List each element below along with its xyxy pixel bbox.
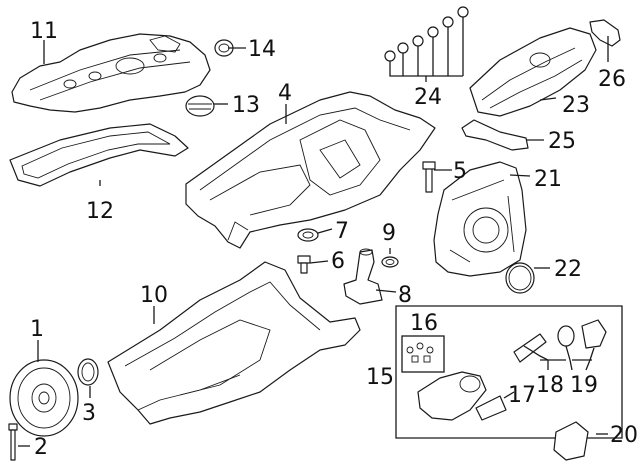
callout-9: 9 (382, 221, 396, 246)
callout-13: 13 (232, 93, 260, 118)
bolt-5 (422, 161, 436, 193)
callout-3: 3 (82, 401, 96, 426)
callout-23: 23 (562, 93, 590, 118)
seal-3 (77, 358, 99, 386)
callout-5: 5 (453, 159, 467, 184)
callout-4: 4 (278, 81, 292, 106)
seal-22 (505, 262, 535, 294)
callout-21: 21 (534, 167, 562, 192)
gasket-7 (297, 228, 319, 242)
oil-filter-group (395, 305, 623, 439)
o-ring-9 (381, 256, 399, 268)
callout-20: 20 (610, 423, 638, 448)
callout-18: 18 (536, 373, 564, 398)
callout-11: 11 (30, 19, 58, 44)
o-ring-set (384, 6, 469, 82)
bracket-26 (589, 19, 621, 47)
callout-14: 14 (248, 37, 276, 62)
callout-22: 22 (554, 257, 582, 282)
bracket-25 (461, 119, 529, 151)
intake-manifold (469, 27, 597, 117)
lower-oil-pan (107, 261, 361, 425)
callout-25: 25 (548, 129, 576, 154)
callout-8: 8 (398, 283, 412, 308)
drain-plug (297, 255, 311, 274)
callout-6: 6 (331, 249, 345, 274)
callout-26: 26 (598, 67, 626, 92)
callout-1: 1 (30, 317, 44, 342)
oil-filler-cap (185, 95, 215, 117)
callout-15: 15 (366, 365, 394, 390)
bolt-2 (8, 423, 18, 461)
timing-cover (433, 161, 527, 277)
callout-17: 17 (508, 383, 536, 408)
leader-lines (18, 36, 609, 447)
callout-10: 10 (140, 283, 168, 308)
crankshaft-pulley (9, 359, 79, 437)
cover-20 (553, 421, 589, 461)
callout-7: 7 (335, 219, 349, 244)
oil-level-sensor (343, 248, 383, 305)
callout-12: 12 (86, 199, 114, 224)
callout-labels: 11 14 13 4 12 5 7 6 9 8 10 1 3 2 21 22 2… (30, 19, 638, 460)
callout-19: 19 (570, 373, 598, 398)
valve-cover-gasket (9, 123, 189, 187)
callout-2: 2 (34, 435, 48, 460)
callout-24: 24 (414, 85, 442, 110)
valve-cover (11, 33, 211, 113)
upper-oil-pan (185, 91, 436, 249)
callout-16: 16 (410, 311, 438, 336)
